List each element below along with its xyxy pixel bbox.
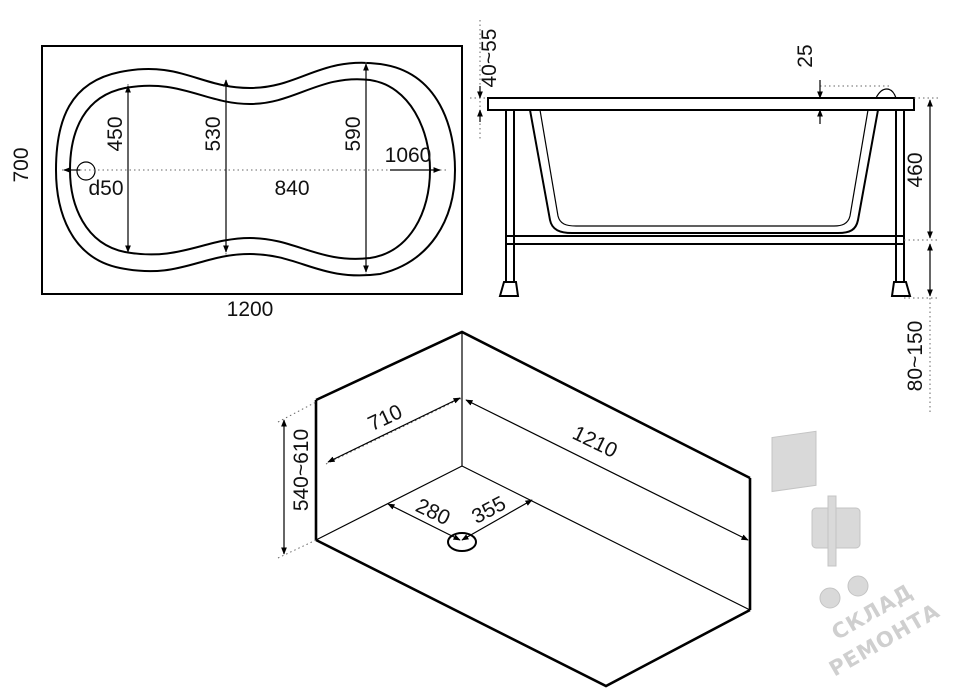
side-crossbar [505,235,905,245]
top-view: 450 530 590 1060 840 d50 1200 700 [10,45,463,321]
dim-1210: 1210 [569,422,621,463]
dim-355: 355 [468,492,510,529]
side-tub-body [529,109,879,234]
side-rim-headrest [875,88,897,99]
dim-700: 700 [10,147,33,182]
dim-840: 840 [274,177,309,200]
iso-bottom-edges [315,538,751,688]
dim-590: 590 [342,116,365,151]
dim-line-280 [387,503,461,541]
watermark-logo: СКЛАД РЕМОНТА [771,430,944,681]
side-foot-right [890,281,912,297]
dim-710: 710 [365,400,406,436]
dim-line-1210 [465,399,749,541]
dim-450: 450 [104,116,127,151]
side-rim [487,97,915,111]
drain-circle [76,161,96,181]
dim-80-150: 80~150 [904,321,927,392]
dim-1200: 1200 [227,298,274,321]
dim-530: 530 [202,116,225,151]
top-view-bowl-inner [68,78,432,260]
forklift-icon [771,430,817,493]
side-view: 40~55 25 460 80~150 [470,20,940,412]
dim-drain: d50 [88,177,123,200]
top-view-outer-rect [41,45,463,295]
iso-top-back-edges [315,330,751,480]
dim-460: 460 [904,152,927,187]
dim-25: 25 [794,44,817,67]
side-foot-left [498,281,520,297]
top-view-bowl-outer [54,61,457,277]
dim-line-355 [461,499,533,541]
dim-280: 280 [412,494,454,530]
dim-40-55: 40~55 [478,29,501,88]
dim-line-710 [327,397,461,463]
iso-view: 710 1210 540~610 280 355 [277,330,752,688]
dim-540-610: 540~610 [290,429,313,511]
dim-1060: 1060 [385,144,432,167]
